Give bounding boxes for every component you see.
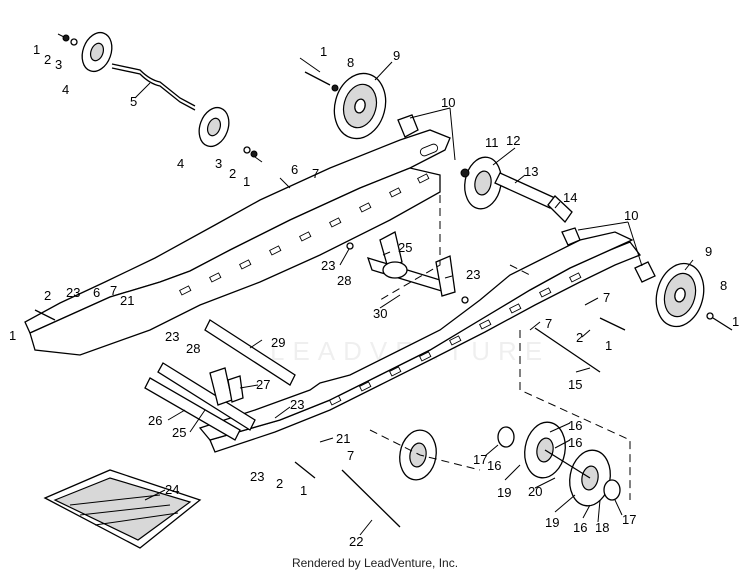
- callout-20: 20: [528, 484, 542, 499]
- callout-7: 7: [110, 283, 117, 298]
- center-cross-shaft: [346, 231, 469, 304]
- callout-23: 23: [321, 258, 335, 273]
- callout-4: 4: [177, 156, 184, 171]
- callout-26: 26: [148, 413, 162, 428]
- callout-16: 16: [573, 520, 587, 535]
- callout-23: 23: [290, 397, 304, 412]
- callout-14: 14: [563, 190, 577, 205]
- callout-1: 1: [33, 42, 40, 57]
- callout-6: 6: [93, 285, 100, 300]
- rear-axle-assembly: [460, 156, 573, 224]
- callout-labels: 1 2 3 4 5 4 3 2 1 1 8 9 10 11 12 13 14 6…: [9, 42, 739, 549]
- callout-23: 23: [165, 329, 179, 344]
- bushing-17-left: [497, 426, 515, 448]
- callout-1: 1: [300, 483, 307, 498]
- callout-7: 7: [603, 290, 610, 305]
- bolt-upper: [304, 71, 331, 86]
- leader-lines: [134, 57, 694, 536]
- callout-11: 11: [485, 135, 499, 150]
- callout-5: 5: [130, 94, 137, 109]
- callout-17: 17: [622, 512, 636, 527]
- callout-23: 23: [250, 469, 264, 484]
- bracket-10-rear: [634, 261, 656, 283]
- upper-idler-assembly: [57, 31, 263, 163]
- callout-9: 9: [393, 48, 400, 63]
- bogie-wheel-assembly: [497, 421, 621, 507]
- callout-8: 8: [347, 55, 354, 70]
- callout-6: 6: [291, 162, 298, 177]
- callout-4: 4: [62, 82, 69, 97]
- bracket-30: [435, 255, 456, 297]
- bushing-17-right: [603, 479, 621, 501]
- callout-24: 24: [165, 482, 179, 497]
- callout-28: 28: [337, 273, 351, 288]
- shaft-28-upper: [366, 257, 447, 294]
- slide-pad-24: [43, 469, 202, 549]
- callout-7: 7: [545, 316, 552, 331]
- footer-credit: Rendered by LeadVenture, Inc.: [291, 556, 459, 570]
- callout-23: 23: [66, 285, 80, 300]
- bracket-10-lower: [561, 227, 581, 246]
- callout-12: 12: [506, 133, 520, 148]
- callout-16: 16: [487, 458, 501, 473]
- rear-idler-wheel-upper: [304, 71, 387, 140]
- callout-27: 27: [256, 377, 270, 392]
- bolt-22: [341, 469, 401, 528]
- rear-idler-wheel-lower: [655, 262, 733, 331]
- callout-2: 2: [276, 476, 283, 491]
- callout-16: 16: [568, 435, 582, 450]
- callout-10: 10: [441, 95, 455, 110]
- callout-7: 7: [312, 166, 319, 181]
- callout-28: 28: [186, 341, 200, 356]
- callout-17: 17: [473, 452, 487, 467]
- callout-3: 3: [55, 57, 62, 72]
- callout-16: 16: [568, 418, 582, 433]
- callout-2: 2: [44, 288, 51, 303]
- callout-1: 1: [732, 314, 739, 329]
- callout-2: 2: [44, 52, 51, 67]
- bracket-10-upper: [397, 114, 419, 138]
- bolt-15: [534, 327, 601, 373]
- callout-8: 8: [720, 278, 727, 293]
- callout-13: 13: [524, 164, 538, 179]
- callout-2: 2: [576, 330, 583, 345]
- left-rail-slots: [179, 173, 430, 296]
- callout-19: 19: [497, 485, 511, 500]
- callout-3: 3: [215, 156, 222, 171]
- callout-10: 10: [624, 208, 638, 223]
- shaft-26: [144, 377, 241, 441]
- right-slide-rail: [198, 231, 642, 453]
- callout-22: 22: [349, 534, 363, 549]
- callout-29: 29: [271, 335, 285, 350]
- callout-15: 15: [568, 377, 582, 392]
- callout-19: 19: [545, 515, 559, 530]
- callout-21: 21: [120, 293, 134, 308]
- left-slide-rail: [24, 129, 451, 356]
- callout-18: 18: [595, 520, 609, 535]
- callout-1: 1: [320, 44, 327, 59]
- bracket-25-upper: [379, 231, 403, 269]
- callout-25: 25: [398, 240, 412, 255]
- callout-1: 1: [605, 338, 612, 353]
- bracket-27: [227, 375, 244, 403]
- shaft-29: [204, 319, 296, 386]
- callout-1: 1: [243, 174, 250, 189]
- callout-25: 25: [172, 425, 186, 440]
- right-rail-slots: [329, 272, 582, 406]
- callout-9: 9: [705, 244, 712, 259]
- callout-30: 30: [373, 306, 387, 321]
- callout-7: 7: [347, 448, 354, 463]
- callout-21: 21: [336, 431, 350, 446]
- callout-23: 23: [466, 267, 480, 282]
- lower-shafts: [144, 319, 296, 441]
- callout-1: 1: [9, 328, 16, 343]
- callout-2: 2: [229, 166, 236, 181]
- axle-end-14: [547, 195, 573, 224]
